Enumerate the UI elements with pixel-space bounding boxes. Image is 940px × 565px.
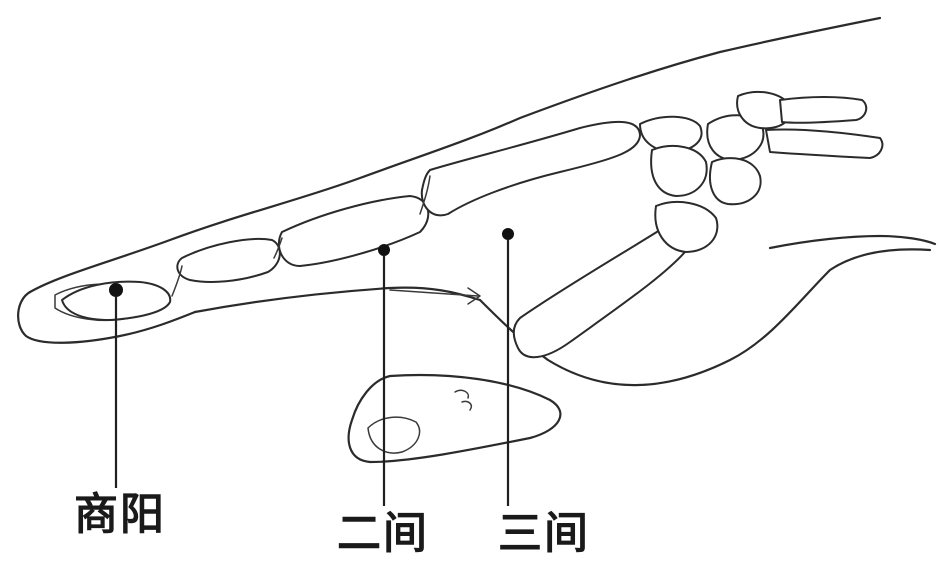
radius: [780, 97, 866, 123]
proximal-phalanx: [279, 196, 428, 266]
label-shangyang: 商阳: [74, 493, 166, 537]
ulna: [766, 129, 882, 158]
arrow-line: [390, 290, 478, 296]
label-erjian: 二间: [337, 512, 429, 556]
erjian-point-marker: [378, 244, 390, 256]
middle-phalanx: [177, 239, 280, 282]
sanjian-point-marker: [502, 228, 514, 240]
carpal-5: [710, 158, 761, 204]
hand-outline-bottom: [195, 288, 480, 312]
thumb-nail: [368, 417, 420, 453]
index-metacarpal: [422, 122, 640, 216]
label-sanjian: 三间: [498, 512, 590, 556]
hand-outline-top: [30, 18, 880, 292]
shangyang-point-marker: [109, 283, 123, 297]
palm-contour: [770, 236, 935, 248]
carpal-2: [651, 146, 707, 196]
thumb-crease: [455, 390, 471, 410]
